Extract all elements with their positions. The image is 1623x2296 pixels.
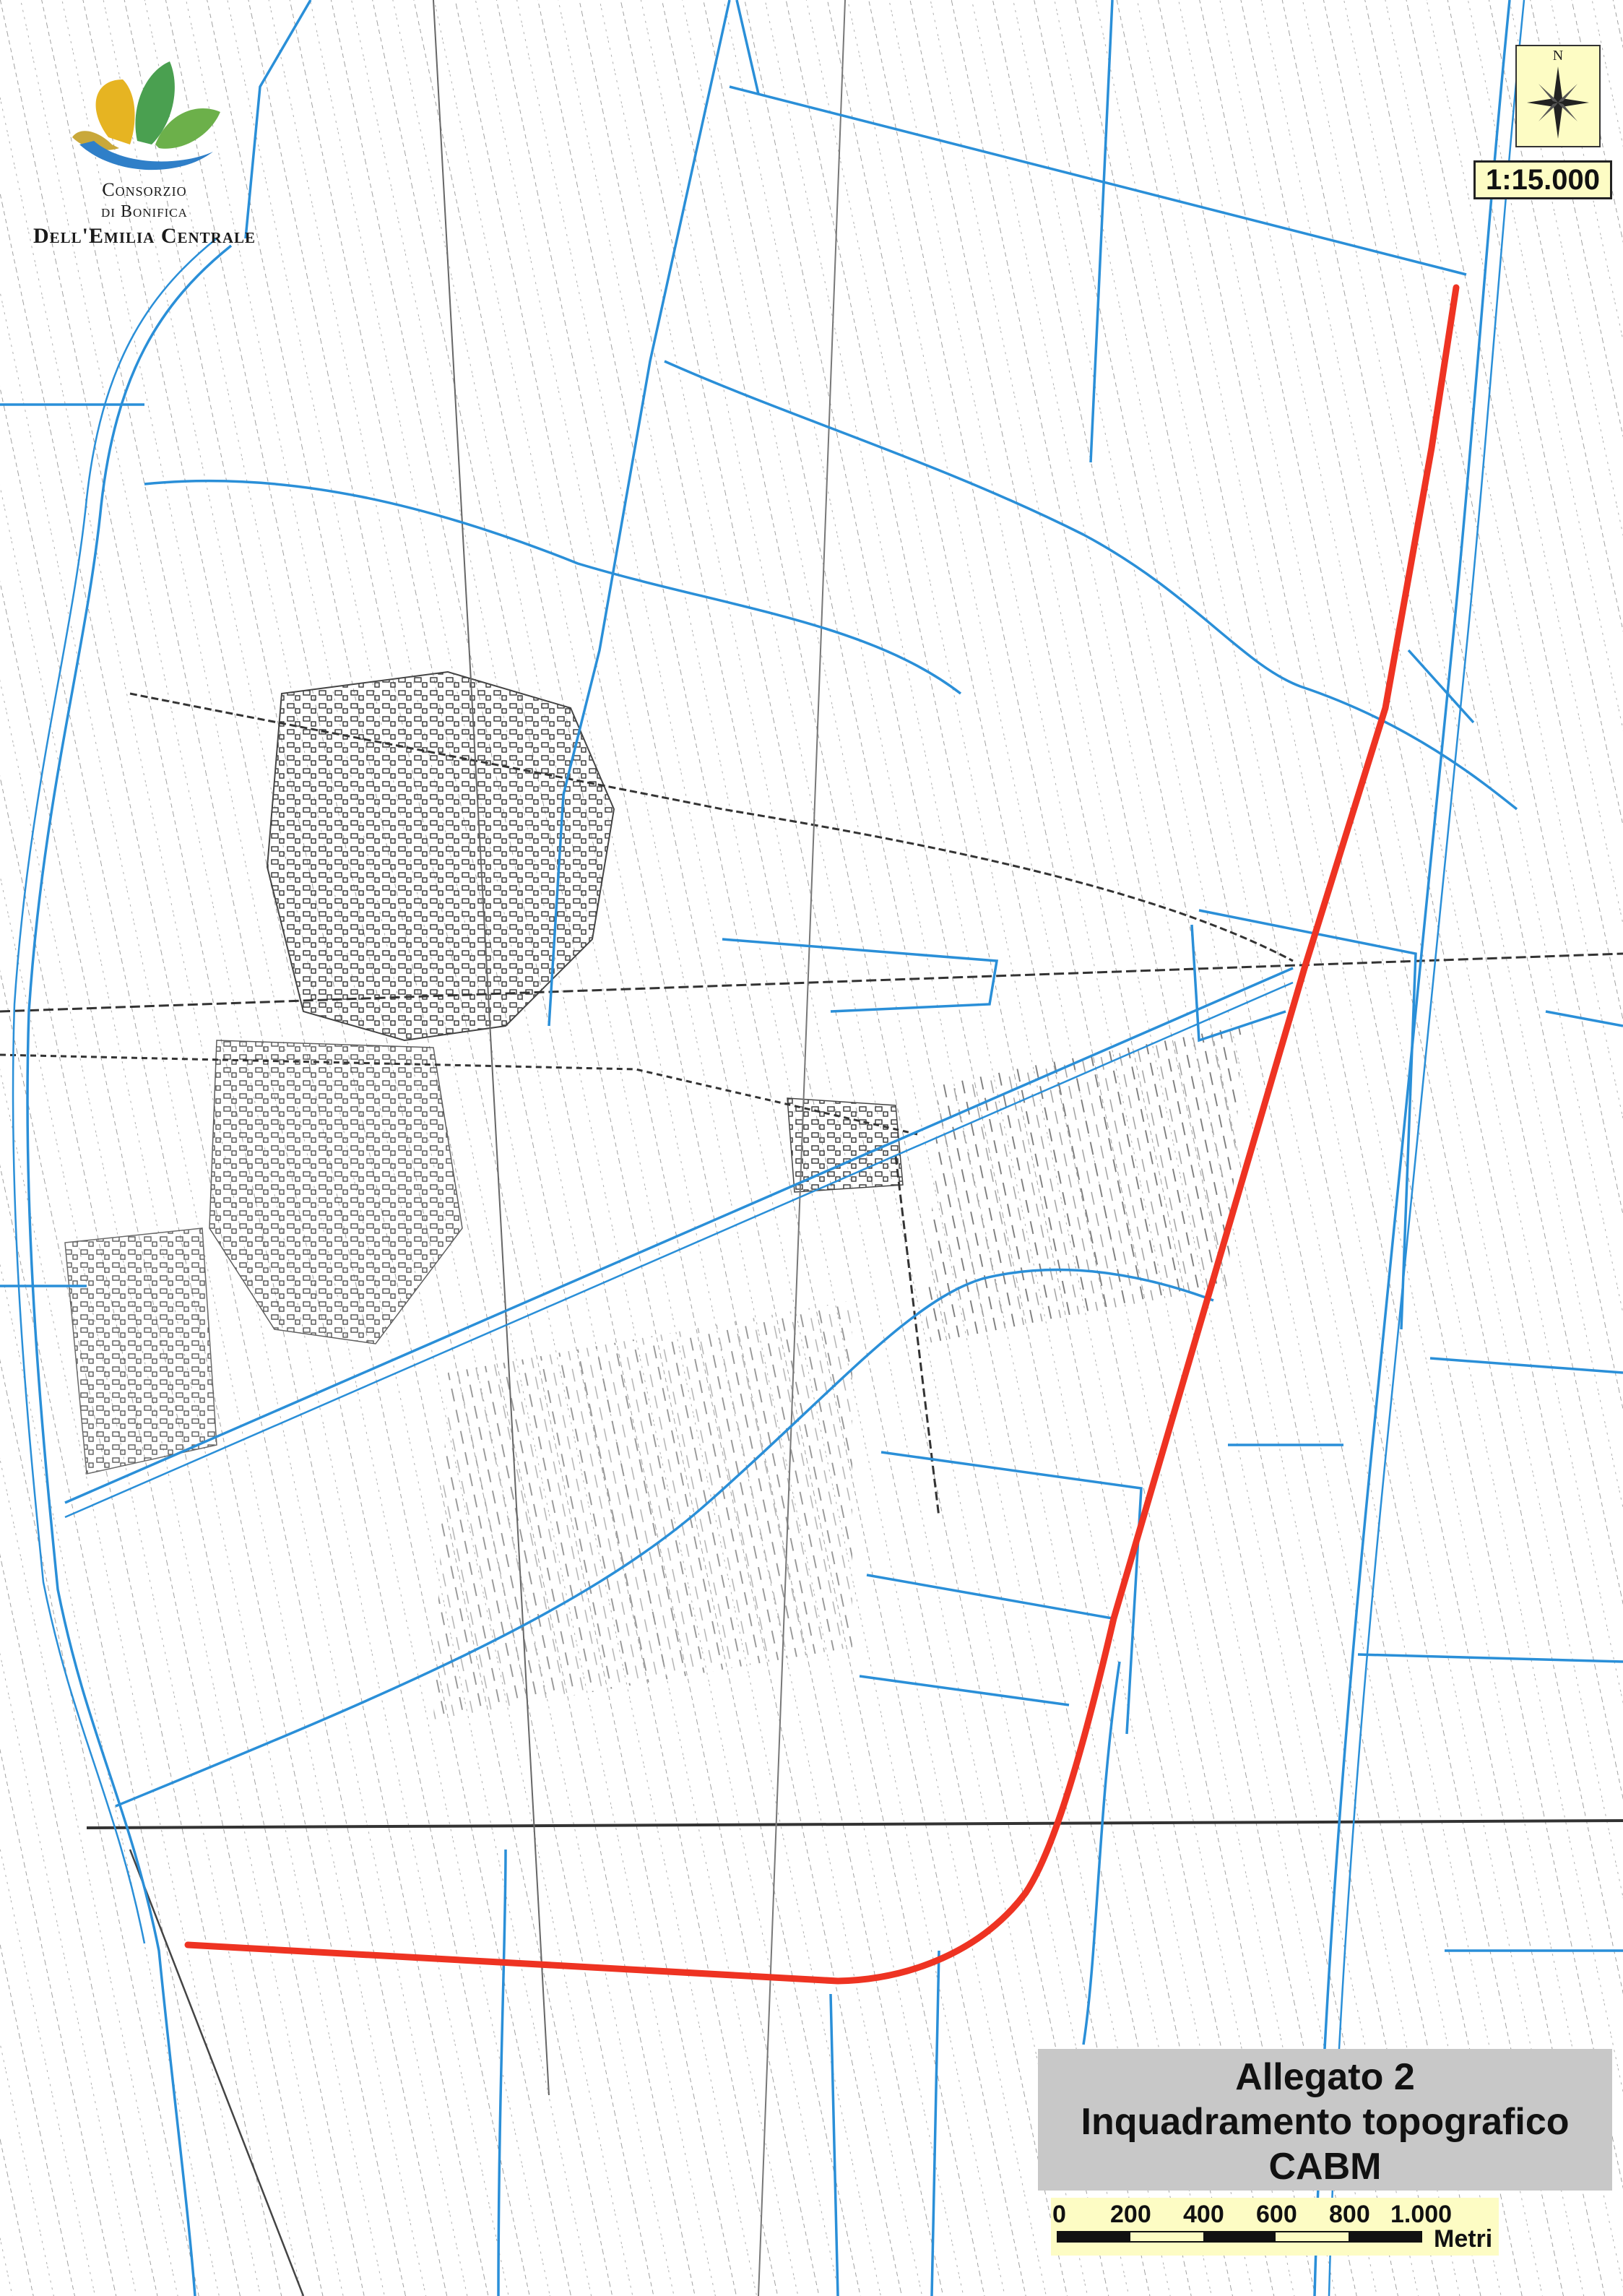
canal-diagonal-2 [115,1268,1214,1808]
scale-tick-1000: 1.000 [1390,2201,1453,2228]
scale-ratio-label: 1:15.000 [1473,160,1612,199]
title-panel: Allegato 2 Inquadramento topografico CAB… [1038,2049,1612,2191]
canal-diagonal-1 [64,967,1294,1504]
compass-north-label: N [1552,48,1564,64]
consorzio-logo-icon [72,61,220,171]
canal-east-main [1313,0,1511,2296]
orchard-area [925,1026,1242,1344]
logo-line-1: Consorzio [102,179,187,200]
urban-area-south [209,1040,463,1345]
logo-line-2: di Bonifica [101,202,188,221]
scale-bar-labels: 0 200 400 600 800 1.000 [1051,2201,1499,2230]
scale-tick-0: 0 [1052,2201,1066,2228]
title-line-2: Inquadramento topografico [1081,2101,1570,2143]
scale-bar-unit: Metri [1434,2225,1493,2253]
scale-bar-graphic [1057,2231,1422,2243]
scale-tick-600: 600 [1256,2201,1297,2228]
urban-area-west [64,1227,217,1475]
scale-tick-200: 200 [1110,2201,1151,2228]
scale-bar: 0 200 400 600 800 1.000 Metri [1051,2198,1499,2256]
title-line-3: CABM [1268,2146,1382,2188]
canal-west-main [26,244,233,2296]
scale-tick-400: 400 [1183,2201,1224,2228]
scale-tick-800: 800 [1329,2201,1370,2228]
title-line-1: Allegato 2 [1235,2056,1415,2098]
canal-north-1 [729,85,1467,276]
orchard-area-2 [433,1300,852,1719]
hamlet [787,1097,904,1193]
logo-line-3: Dell'Emilia Centrale [33,224,256,248]
compass-rose-icon [1527,66,1589,139]
compass-box: N [1515,45,1601,147]
urban-area-main-town [266,670,615,1042]
consorzio-logo: Consorzio di Bonifica Dell'Emilia Centra… [29,51,260,253]
project-route [184,284,1460,1985]
